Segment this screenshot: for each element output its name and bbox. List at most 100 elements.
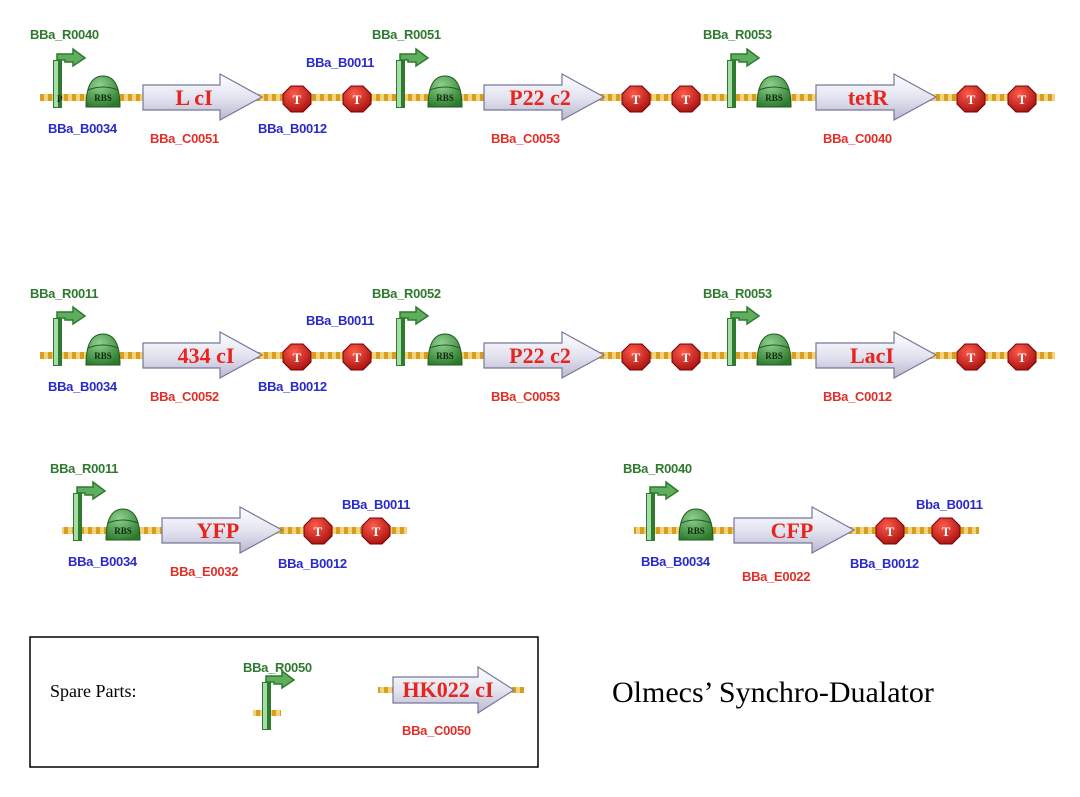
terminator-glyph: T	[342, 85, 372, 113]
svg-text:L cI: L cI	[175, 85, 212, 110]
rbs-glyph: RBS	[756, 333, 792, 366]
cds-arrow: P22 c2	[483, 72, 606, 122]
terminator-glyph: T	[361, 517, 391, 545]
cds-arrow: P22 c2	[483, 330, 606, 380]
svg-text:RBS: RBS	[687, 526, 705, 536]
promoter-label: BBa_R0051	[372, 27, 441, 42]
svg-text:T: T	[293, 350, 302, 365]
svg-text:P22 c2: P22 c2	[509, 343, 571, 368]
cds-arrow: HK022 cI	[392, 665, 516, 715]
terminator-glyph: T	[621, 85, 651, 113]
promoter-label: BBa_R0011	[30, 286, 98, 301]
svg-text:T: T	[1018, 350, 1027, 365]
svg-text:T: T	[967, 350, 976, 365]
terminator-bottom-label: BBa_B0012	[278, 556, 347, 571]
promoter-glyph	[396, 305, 430, 366]
svg-text:P: P	[57, 94, 63, 104]
promoter-glyph	[73, 480, 107, 541]
terminator-glyph: T	[621, 343, 651, 371]
cds-part-label: BBa_C0051	[150, 131, 219, 146]
promoter-glyph	[53, 305, 87, 366]
terminator-glyph: T	[671, 85, 701, 113]
terminator-top-label: Bba_B0011	[916, 497, 983, 512]
cds-part-label: BBa_C0052	[150, 389, 219, 404]
terminator-glyph: T	[875, 517, 905, 545]
rbs-glyph: RBS	[678, 508, 714, 541]
cds-arrow: YFP	[161, 505, 284, 555]
cds-part-label: BBa_C0050	[402, 723, 471, 738]
terminator-glyph: T	[303, 517, 333, 545]
construct-1: P BBa_R0040 RBS BBa_B0034 L cI BBa_C0051…	[30, 27, 1055, 146]
svg-text:T: T	[942, 524, 951, 539]
svg-text:T: T	[886, 524, 895, 539]
terminator-bottom-label: BBa_B0012	[850, 556, 919, 571]
promoter-glyph	[727, 47, 761, 108]
rbs-glyph: RBS	[85, 333, 121, 366]
svg-text:HK022 cI: HK022 cI	[402, 677, 493, 702]
promoter-label: BBa_R0053	[703, 286, 772, 301]
terminator-glyph: T	[931, 517, 961, 545]
promoter-glyph: P	[53, 47, 87, 108]
cds-arrow: L cI	[142, 72, 264, 122]
cds-part-label: BBa_C0012	[823, 389, 892, 404]
svg-text:T: T	[372, 524, 381, 539]
cds-arrow: CFP	[733, 505, 856, 555]
terminator-top-label: BBa_B0011	[306, 313, 374, 328]
terminator-bottom-label: BBa_B0012	[258, 379, 327, 394]
promoter-glyph	[262, 669, 296, 730]
svg-text:RBS: RBS	[436, 93, 454, 103]
terminator-glyph: T	[671, 343, 701, 371]
terminator-glyph: T	[956, 85, 986, 113]
promoter-glyph	[646, 480, 680, 541]
rbs-glyph: RBS	[85, 75, 121, 108]
rbs-label: BBa_B0034	[641, 554, 711, 569]
svg-text:T: T	[314, 524, 323, 539]
svg-text:RBS: RBS	[436, 351, 454, 361]
terminator-glyph: T	[956, 343, 986, 371]
promoter-label: BBa_R0011	[50, 461, 118, 476]
svg-text:LacI: LacI	[850, 343, 894, 368]
cds-part-label: BBa_C0053	[491, 131, 560, 146]
terminator-glyph: T	[342, 343, 372, 371]
promoter-glyph	[727, 305, 761, 366]
svg-text:YFP: YFP	[197, 518, 240, 543]
spare-parts-label: Spare Parts:	[50, 681, 136, 701]
svg-text:T: T	[632, 92, 641, 107]
rbs-glyph: RBS	[427, 75, 463, 108]
promoter-label: BBa_R0040	[623, 461, 692, 476]
terminator-glyph: T	[1007, 343, 1037, 371]
svg-text:tetR: tetR	[848, 85, 889, 110]
cds-part-label: BBa_C0053	[491, 389, 560, 404]
cds-arrow: tetR	[815, 72, 938, 122]
svg-text:T: T	[967, 92, 976, 107]
svg-text:T: T	[632, 350, 641, 365]
terminator-glyph: T	[282, 343, 312, 371]
rbs-glyph: RBS	[105, 508, 141, 541]
terminator-bottom-label: BBa_B0012	[258, 121, 327, 136]
svg-text:P22 c2: P22 c2	[509, 85, 571, 110]
promoter-glyph	[396, 47, 430, 108]
cds-arrow: 434 cI	[142, 330, 264, 380]
promoter-label: BBa_R0050	[243, 660, 312, 675]
terminator-top-label: BBa_B0011	[306, 55, 374, 70]
cds-part-label: BBa_C0040	[823, 131, 892, 146]
cds-part-label: BBa_E0022	[742, 569, 810, 584]
svg-text:T: T	[682, 350, 691, 365]
svg-text:T: T	[293, 92, 302, 107]
rbs-label: BBa_B0034	[48, 379, 118, 394]
cds-part-label: BBa_E0032	[170, 564, 238, 579]
svg-text:RBS: RBS	[114, 526, 132, 536]
terminator-glyph: T	[1007, 85, 1037, 113]
reporter-cfp: BBa_R0040 RBS BBa_B0034 CFP BBa_E0022 T …	[623, 461, 983, 584]
svg-text:RBS: RBS	[765, 351, 783, 361]
rbs-glyph: RBS	[427, 333, 463, 366]
svg-text:T: T	[353, 92, 362, 107]
svg-text:T: T	[682, 92, 691, 107]
svg-text:RBS: RBS	[765, 93, 783, 103]
promoter-label: BBa_R0053	[703, 27, 772, 42]
spare-parts-box: Spare Parts: BBa_R0050 HK022 cI BBa_C005…	[29, 636, 539, 768]
cds-arrow: LacI	[815, 330, 938, 380]
svg-text:434 cI: 434 cI	[178, 343, 235, 368]
terminator-glyph: T	[282, 85, 312, 113]
